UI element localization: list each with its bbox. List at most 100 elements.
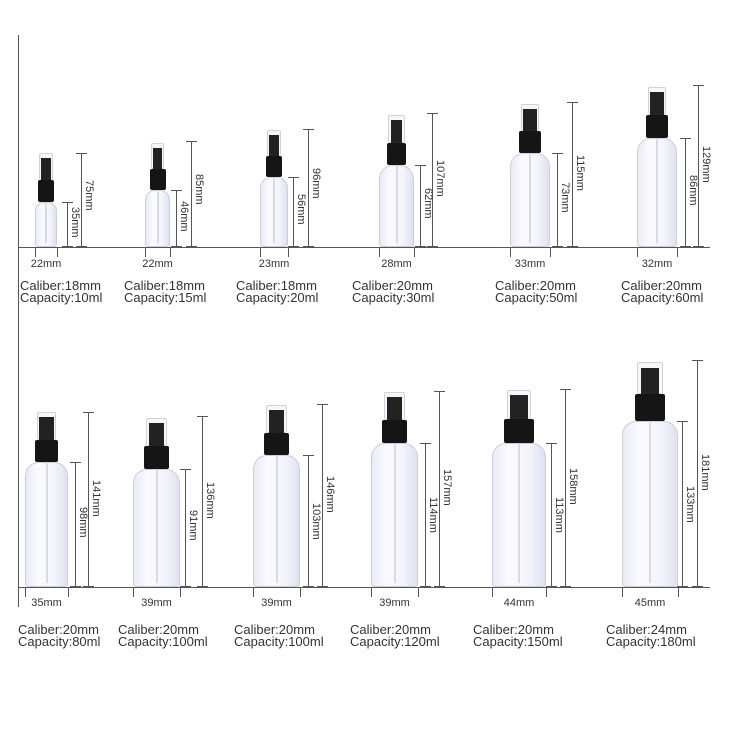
- spray-actuator-icon: [523, 108, 537, 131]
- capacity-label: Capacity:10ml: [20, 290, 103, 305]
- spray-collar-icon: [263, 432, 290, 455]
- width-label: 35mm: [31, 597, 62, 609]
- spray-actuator-icon: [152, 147, 163, 169]
- capacity-label: Capacity:150ml: [473, 634, 563, 649]
- body-height-dimension: [70, 462, 81, 587]
- baseline-row-1: [18, 247, 710, 248]
- total-height-label: 129mm: [700, 146, 712, 183]
- bottle: [622, 362, 678, 587]
- spray-actuator-icon: [41, 157, 51, 180]
- body-height-dimension: [680, 138, 691, 247]
- width-tick: [677, 248, 678, 257]
- total-height-label: 158mm: [567, 468, 579, 505]
- bottle: [133, 418, 180, 587]
- width-label: 33mm: [514, 258, 546, 270]
- width-tick: [170, 248, 171, 257]
- total-height-dimension: [186, 141, 197, 247]
- body-height-dimension: [415, 165, 426, 247]
- body-height-dimension: [171, 190, 182, 247]
- dip-tube-icon: [273, 177, 275, 243]
- dip-tube-icon: [45, 462, 48, 583]
- bottle: [371, 392, 418, 587]
- width-tick: [57, 248, 58, 257]
- total-height-label: 146mm: [324, 475, 336, 513]
- bottle: [145, 143, 170, 247]
- bottle: [492, 390, 546, 587]
- width-tick: [180, 588, 181, 597]
- spray-collar-icon: [143, 446, 170, 469]
- left-axis-line: [18, 35, 19, 607]
- body-height-label: 91mm: [187, 510, 199, 541]
- width-tick: [550, 248, 551, 257]
- width-tick: [145, 248, 146, 257]
- body-height-dimension: [420, 443, 431, 587]
- bottle: [35, 153, 57, 247]
- width-tick: [35, 248, 36, 257]
- width-tick: [300, 588, 301, 597]
- body-height-label: 98mm: [77, 506, 89, 538]
- total-height-label: 157mm: [441, 469, 453, 506]
- caliber-label: Caliber:20mm: [495, 278, 576, 293]
- capacity-label: Capacity:30ml: [352, 290, 435, 305]
- spray-collar-icon: [34, 439, 59, 462]
- capacity-label: Capacity:180ml: [606, 634, 696, 649]
- spray-collar-icon: [266, 155, 282, 177]
- body-height-label: 73mm: [559, 182, 571, 213]
- capacity-label: Capacity:80ml: [18, 634, 101, 649]
- width-tick: [414, 248, 415, 257]
- caliber-label: Caliber:20mm: [621, 278, 702, 293]
- width-tick: [622, 588, 623, 597]
- total-height-dimension: [434, 391, 445, 587]
- body-height-label: 114mm: [427, 497, 439, 533]
- width-tick: [678, 588, 679, 597]
- width-tick: [25, 588, 26, 597]
- spray-collar-icon: [634, 394, 666, 421]
- width-label: 22mm: [30, 258, 62, 270]
- dip-tube-icon: [518, 443, 520, 583]
- total-height-label: 75mm: [83, 180, 95, 211]
- caliber-label: Caliber:20mm: [473, 622, 554, 637]
- width-tick: [510, 248, 511, 257]
- spray-actuator-icon: [640, 367, 660, 395]
- capacity-label: Capacity:100ml: [234, 634, 324, 649]
- total-height-label: 181mm: [699, 453, 711, 491]
- width-label: 32mm: [641, 258, 673, 270]
- dip-tube-icon: [45, 202, 47, 243]
- caliber-label: Caliber:20mm: [234, 622, 315, 637]
- body-height-label: 133mm: [684, 486, 696, 523]
- width-label: 28mm: [381, 258, 412, 270]
- spray-collar-icon: [38, 179, 54, 202]
- width-tick: [637, 248, 638, 257]
- body-height-dimension: [546, 443, 557, 587]
- caliber-label: Caliber:20mm: [18, 622, 99, 637]
- spray-actuator-icon: [650, 92, 664, 116]
- spray-actuator-icon: [269, 134, 279, 156]
- caliber-label: Caliber:18mm: [20, 278, 101, 293]
- width-label: 39mm: [261, 597, 292, 609]
- width-tick: [133, 588, 134, 597]
- body-height-label: 62mm: [422, 188, 434, 219]
- caliber-label: Caliber:20mm: [352, 278, 433, 293]
- width-tick: [546, 588, 547, 597]
- dip-tube-icon: [156, 190, 159, 243]
- width-label: 39mm: [379, 597, 410, 609]
- dip-tube-icon: [275, 455, 278, 583]
- spray-actuator-icon: [510, 395, 528, 420]
- baseline-row-2: [18, 587, 710, 588]
- dip-tube-icon: [529, 153, 531, 243]
- spray-actuator-icon: [148, 423, 165, 447]
- total-height-dimension: [692, 360, 703, 587]
- dip-tube-icon: [155, 469, 158, 583]
- width-tick: [371, 588, 372, 597]
- spray-actuator-icon: [390, 120, 403, 143]
- dip-tube-icon: [656, 138, 658, 243]
